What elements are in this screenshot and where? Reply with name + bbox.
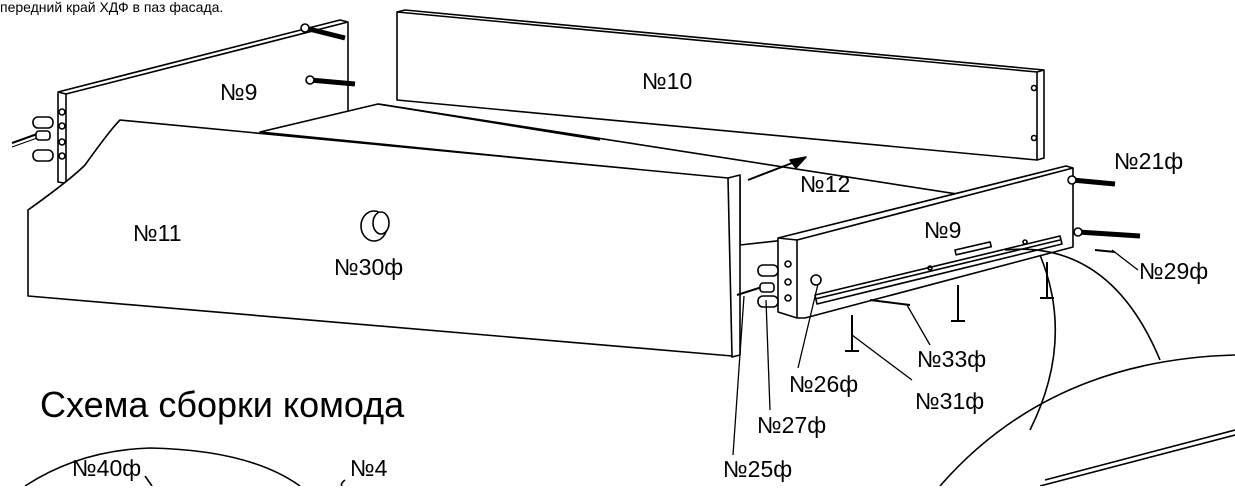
label-front: №11 — [133, 220, 182, 246]
dowels-right — [736, 264, 822, 308]
label-cam-lock: №26ф — [789, 371, 858, 397]
label-knob: №30ф — [334, 254, 403, 280]
label-bottom: №12 — [800, 171, 850, 197]
label-detail-panel: №4 — [350, 455, 388, 481]
arrow-bottom-insert — [747, 156, 807, 181]
front-panel — [27, 119, 741, 358]
label-leg: №31ф — [915, 388, 984, 414]
label-side-left: №9 — [220, 79, 257, 105]
screws-left-top — [300, 23, 356, 87]
side-panel-right — [777, 165, 1074, 319]
knob — [360, 210, 390, 242]
leader-lines — [732, 249, 1139, 456]
back-panel — [396, 9, 1045, 161]
label-screw-small: №29ф — [1139, 258, 1208, 284]
caption-top: передний край ХДФ в паз фасада. — [0, 0, 223, 15]
screws-right — [1067, 175, 1141, 253]
label-detail-part: №40ф — [72, 455, 141, 481]
label-cam-pin: №25ф — [723, 456, 792, 482]
detail-arcs-right — [939, 248, 1235, 487]
dowels-left — [11, 116, 54, 162]
support-legs — [845, 262, 1054, 352]
label-back: №10 — [642, 68, 692, 94]
label-dowel: №27ф — [757, 412, 826, 438]
label-side-right: №9 — [924, 217, 961, 243]
label-confirmat: №21ф — [1114, 148, 1183, 174]
label-rail-screw: №33ф — [917, 346, 986, 372]
diagram-title: Схема сборки комода — [40, 384, 405, 425]
